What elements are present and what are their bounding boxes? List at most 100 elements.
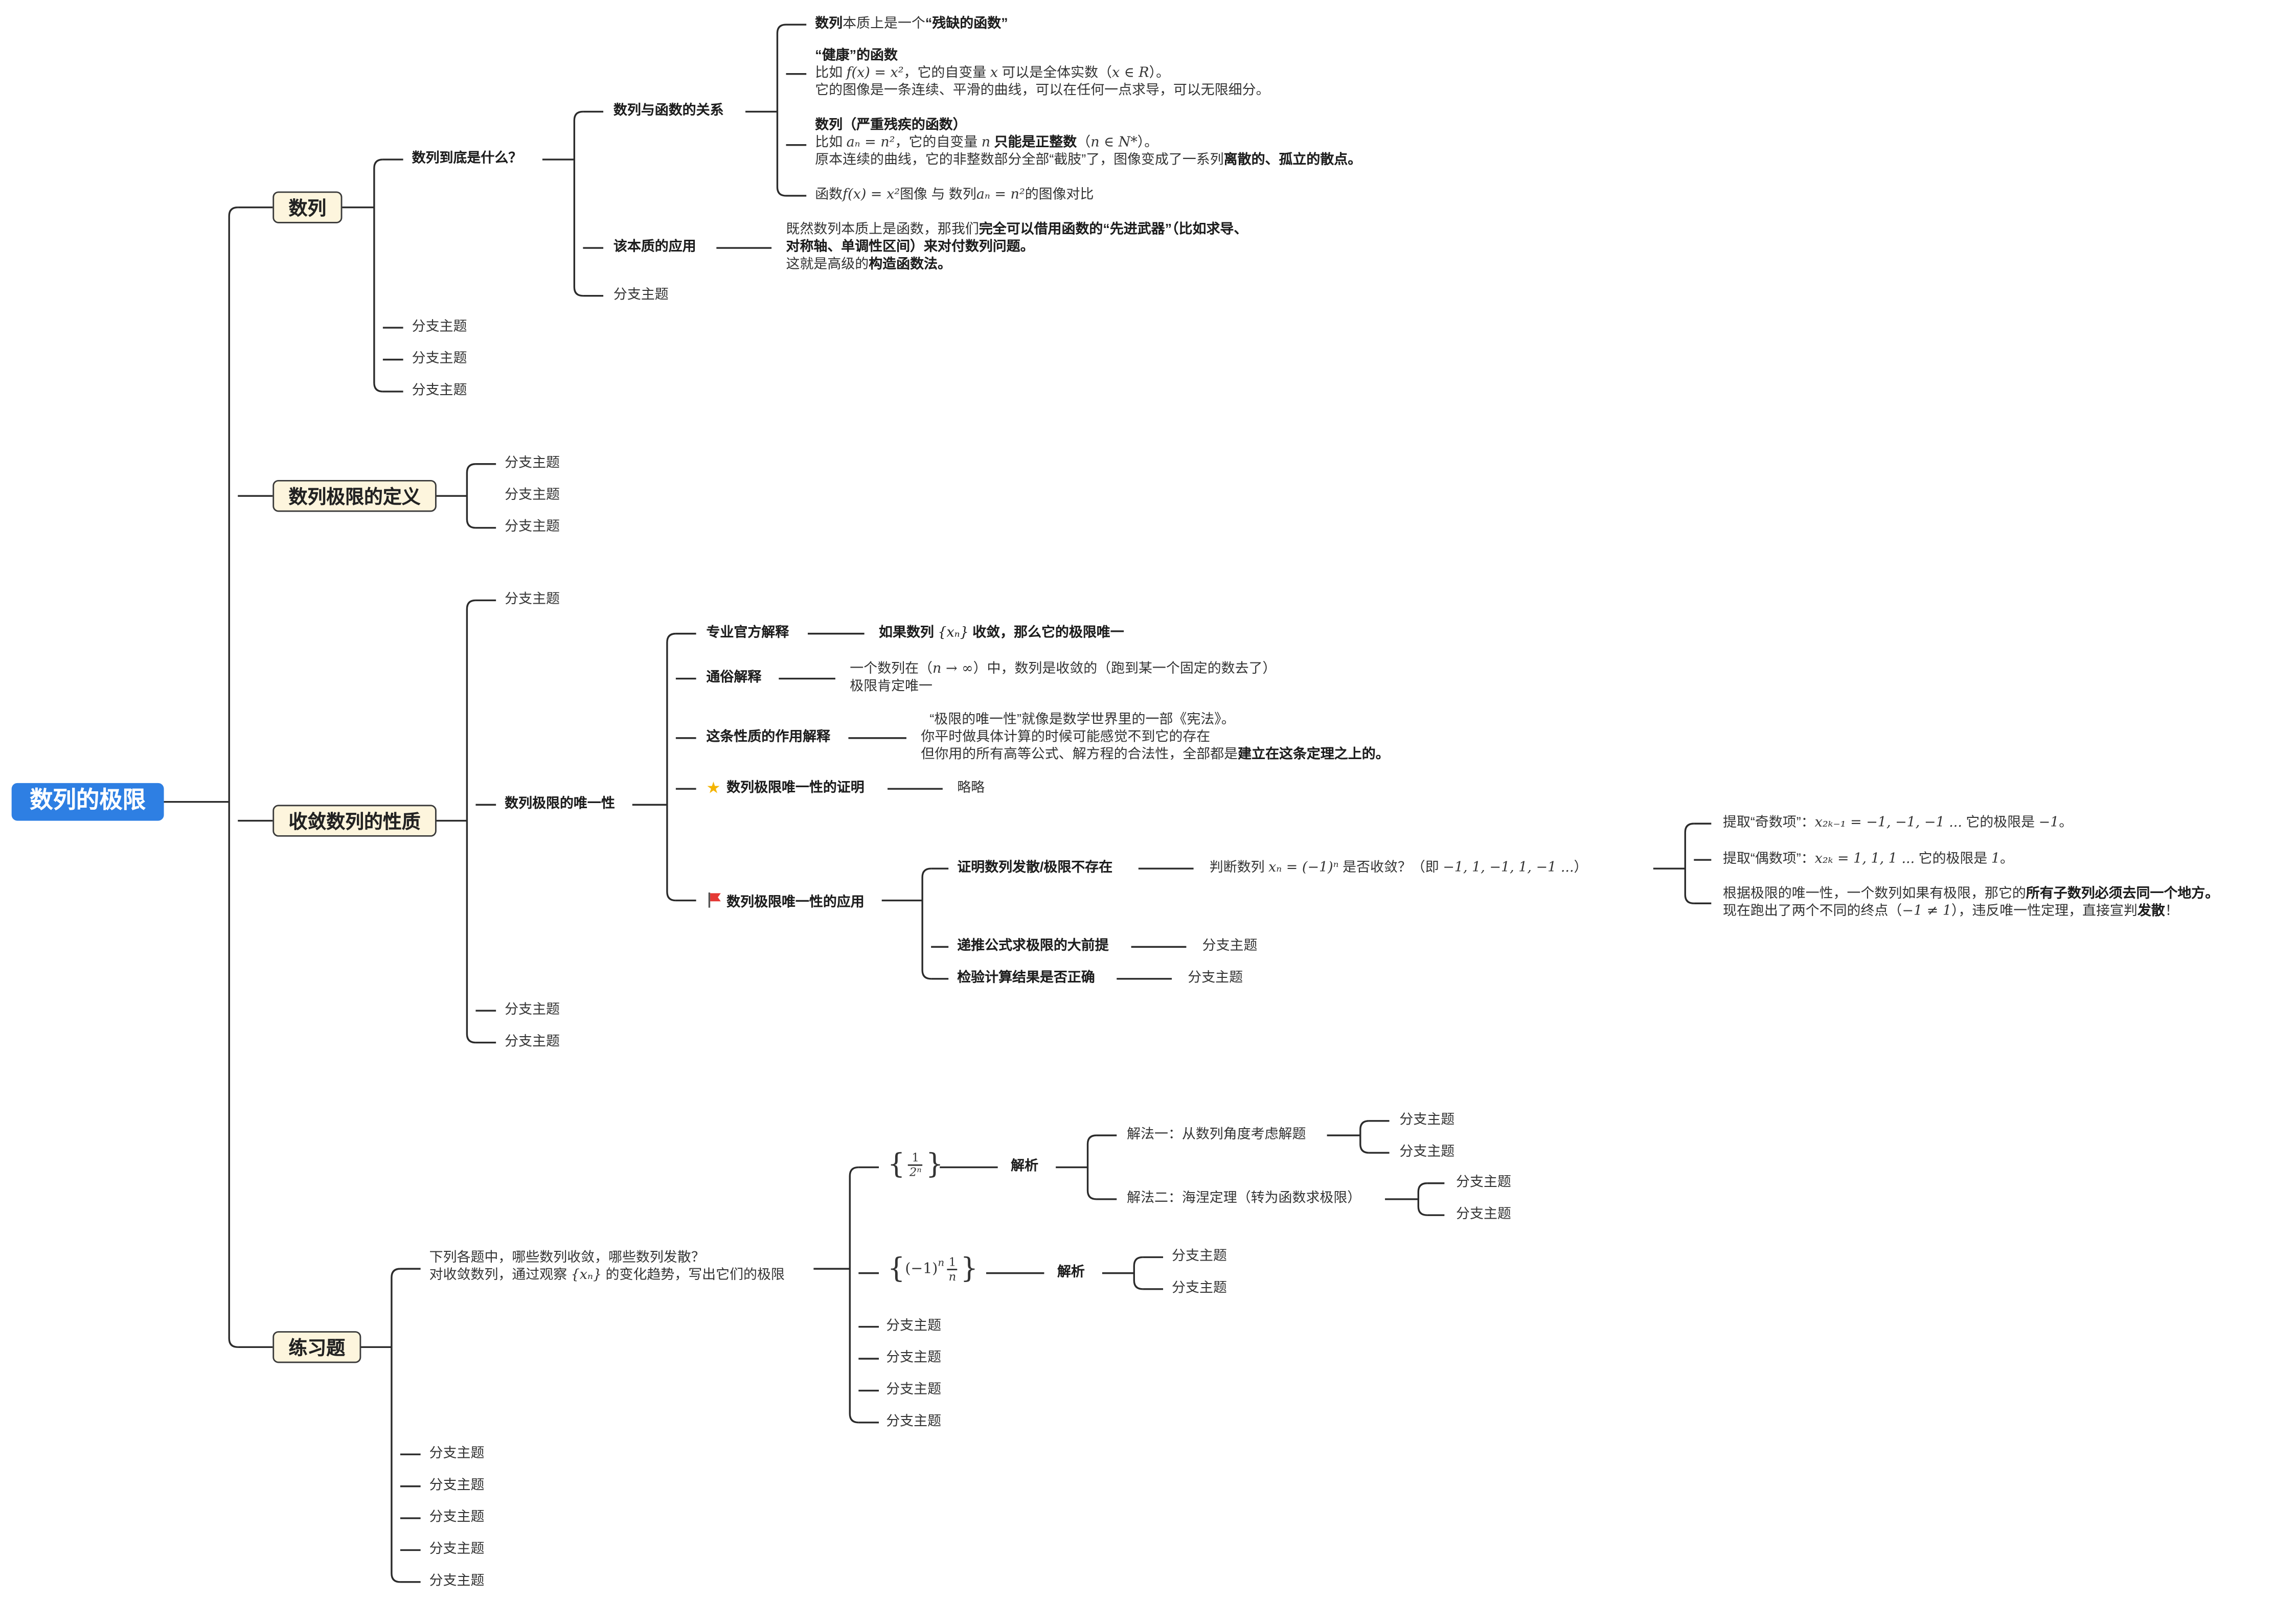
note-graph-comparison[interactable]: 函数f(x) = x²图像 与 数列aₙ = n²的图像对比 [815, 187, 1094, 204]
subtopic-placeholder[interactable]: 分支主题 [412, 319, 467, 335]
subtopic-placeholder[interactable]: 分支主题 [886, 1413, 942, 1430]
topic-popular-explanation[interactable]: 通俗解释 [706, 670, 762, 686]
topic-convergent-properties[interactable]: 收敛数列的性质 [272, 805, 437, 837]
note-judge-sequence[interactable]: 判断数列 xₙ = (−1)ⁿ 是否收敛？（即 −1, 1, −1, 1, −1… [1210, 860, 1588, 877]
subtopic-placeholder[interactable]: 分支主题 [886, 1318, 942, 1334]
subtopic-placeholder[interactable]: 分支主题 [1188, 970, 1243, 986]
subtopic-placeholder[interactable]: 分支主题 [613, 287, 669, 303]
subtopic-placeholder[interactable]: 分支主题 [429, 1509, 485, 1526]
topic-verify-result[interactable]: 检验计算结果是否正确 [957, 970, 1095, 986]
topic-method-2[interactable]: 解法二：海涅定理（转为函数求极限） [1127, 1190, 1361, 1207]
text: 下列各题中，哪些数列收敛，哪些数列发散？ [429, 1250, 705, 1266]
formula: x₂ₖ = 1, 1, 1 ... [1814, 851, 1915, 867]
subtopic-placeholder[interactable]: 分支主题 [1399, 1144, 1455, 1160]
note-role-explanation[interactable]: “极限的唯一性”就像是数学世界里的一部《宪法》。 你平时做具体计算的时候可能感觉… [921, 712, 1389, 764]
text-line: 现在跑出了两个不同的终点（−1 ≠ 1），违反唯一性定理，直接宣判发散！ [1723, 903, 2219, 921]
root-topic[interactable]: 数列的极限 [11, 783, 164, 821]
text: 这就是高级的 [786, 257, 869, 273]
text: 数列（严重残疾的函数） [815, 117, 967, 133]
formula: {xₙ} [571, 1267, 602, 1284]
formula: aₙ = n² [846, 134, 895, 151]
subtopic-placeholder[interactable]: 分支主题 [1456, 1206, 1511, 1223]
note-even-terms[interactable]: 提取“偶数项”：x₂ₖ = 1, 1, 1 ... 它的极限是 1。 [1723, 851, 2014, 868]
text-line: 但你用的所有高等公式、解方程的合法性，全部都是建立在这条定理之上的。 [921, 747, 1389, 764]
topic-sequence-function-relation[interactable]: 数列与函数的关系 [613, 103, 724, 119]
note-conclusion-divergent[interactable]: 根据极限的唯一性，一个数列如果有极限，那它的所有子数列必须去同一个地方。 现在跑… [1723, 886, 2219, 921]
note-healthy-function[interactable]: “健康”的函数 比如 f(x) = x²，它的自变量 x 可以是全体实数（x ∈… [815, 48, 1269, 100]
subtopic-placeholder[interactable]: 分支主题 [1456, 1174, 1511, 1191]
subtopic-placeholder[interactable]: 分支主题 [429, 1573, 485, 1590]
subtopic-placeholder[interactable]: 分支主题 [1399, 1112, 1455, 1128]
text: （ [1077, 134, 1091, 151]
formula: (−1) [905, 1261, 938, 1278]
topic-uniqueness-application[interactable]: 数列极限唯一性的应用 [706, 892, 865, 912]
text: ，它的自变量 [903, 65, 990, 81]
subtopic-placeholder[interactable]: 分支主题 [505, 455, 560, 471]
text: 只能是正整数 [990, 134, 1077, 151]
text: 它的极限是 [1962, 815, 2039, 831]
subtopic-placeholder[interactable]: 分支主题 [505, 487, 560, 504]
subtopic-placeholder[interactable]: 分支主题 [505, 519, 560, 535]
text-line: 既然数列本质上是函数，那我们完全可以借用函数的“先进武器”（比如求导、 [786, 222, 1247, 239]
topic-exercises[interactable]: 练习题 [272, 1331, 361, 1363]
topic-recurrence-premise[interactable]: 递推公式求极限的大前提 [957, 938, 1109, 954]
topic-analysis-2[interactable]: 解析 [1057, 1264, 1085, 1280]
text: “极限的唯一性”就像是数学世界里的一部《宪法》。 [929, 712, 1235, 728]
subtopic-placeholder[interactable]: 分支主题 [412, 351, 467, 367]
denominator: n [947, 1269, 958, 1283]
text: ）。 [1149, 65, 1170, 81]
subtopic-placeholder[interactable]: 分支主题 [1172, 1248, 1227, 1265]
subtopic-placeholder[interactable]: 分支主题 [505, 1034, 560, 1050]
exponent: n [938, 1256, 945, 1268]
subtopic-placeholder[interactable]: 分支主题 [1172, 1280, 1227, 1297]
note-sequence-disabled-function[interactable]: 数列（严重残疾的函数） 比如 aₙ = n²，它的自变量 n 只能是正整数（n … [815, 118, 1361, 170]
text: ，它的自变量 [895, 134, 982, 151]
formula: x ∈ R [1111, 65, 1149, 81]
topic-role-explanation[interactable]: 这条性质的作用解释 [706, 729, 831, 746]
subtopic-placeholder[interactable]: 分支主题 [1202, 938, 1258, 954]
topic-exercise-question[interactable]: 下列各题中，哪些数列收敛，哪些数列发散？ 对收敛数列，通过观察 {xₙ} 的变化… [429, 1250, 785, 1285]
topic-prove-divergence[interactable]: 证明数列发散/极限不存在 [957, 860, 1113, 876]
text: 但你用的所有高等公式、解方程的合法性，全部都是 [921, 746, 1238, 763]
topic-limit-uniqueness[interactable]: 数列极限的唯一性 [505, 796, 615, 812]
exercise-2-formula[interactable]: { (−1) n 1 n } [888, 1255, 978, 1284]
text: 是否收敛？（即 [1338, 860, 1443, 876]
subtopic-placeholder[interactable]: 分支主题 [429, 1541, 485, 1558]
formula: aₙ = n² [976, 187, 1025, 203]
subtopic-placeholder[interactable]: 分支主题 [505, 591, 560, 608]
topic-analysis-1[interactable]: 解析 [1011, 1158, 1039, 1175]
exercise-1-formula[interactable]: { 1 2ⁿ } [888, 1151, 943, 1179]
note-popular-explanation[interactable]: 一个数列在（n → ∞）中，数列是收敛的（跑到某一个固定的数去了） 极限肯定唯一 [850, 661, 1276, 696]
note-official-explanation[interactable]: 如果数列 {xₙ} 收敛，那么它的极限唯一 [879, 625, 1124, 643]
note-odd-terms[interactable]: 提取“奇数项”：x₂ₖ₋₁ = −1, −1, −1 ... 它的极限是 −1。 [1723, 815, 2073, 832]
subtopic-placeholder[interactable]: 分支主题 [505, 1002, 560, 1018]
topic-what-is-sequence[interactable]: 数列到底是什么？ [412, 151, 522, 167]
text: 函数 [815, 187, 843, 203]
text: 提取“偶数项”： [1722, 851, 1815, 867]
subtopic-placeholder[interactable]: 分支主题 [886, 1349, 942, 1366]
topic-method-1[interactable]: 解法一：从数列角度考虑解题 [1127, 1127, 1306, 1143]
text: ）。 [1137, 134, 1158, 151]
subtopic-placeholder[interactable]: 分支主题 [412, 382, 467, 399]
topic-official-explanation[interactable]: 专业官方解释 [706, 625, 789, 641]
note-sequence-essence[interactable]: 数列本质上是一个“残缺的函数” [815, 16, 1008, 33]
subtopic-placeholder[interactable]: 分支主题 [429, 1477, 485, 1494]
text-line: 比如 f(x) = x²，它的自变量 x 可以是全体实数（x ∈ R）。 [815, 65, 1269, 83]
text: 对收敛数列，通过观察 [429, 1267, 571, 1284]
topic-sequence[interactable]: 数列 [272, 191, 343, 223]
text: 原本连续的曲线，它的非整数部分全部“截肢”了，图像变成了一系列 [815, 152, 1224, 169]
topic-uniqueness-proof[interactable]: ★数列极限唯一性的证明 [706, 780, 864, 797]
subtopic-placeholder[interactable]: 分支主题 [886, 1382, 942, 1398]
text: 它的图像是一条连续、平滑的曲线，可以在任何一点求导，可以无限细分。 [815, 82, 1270, 99]
note-proof[interactable]: 略略 [957, 780, 985, 796]
text: 比如 [815, 134, 847, 151]
fraction: 1 n [947, 1256, 958, 1284]
topic-essence-application[interactable]: 该本质的应用 [613, 239, 696, 256]
flag-icon [708, 892, 721, 908]
formula: −1 [2038, 815, 2059, 831]
text: 数列 [815, 16, 843, 32]
topic-limit-definition[interactable]: 数列极限的定义 [272, 479, 437, 512]
note-essence-application[interactable]: 既然数列本质上是函数，那我们完全可以借用函数的“先进武器”（比如求导、 对称轴、… [786, 222, 1247, 274]
subtopic-placeholder[interactable]: 分支主题 [429, 1446, 485, 1462]
